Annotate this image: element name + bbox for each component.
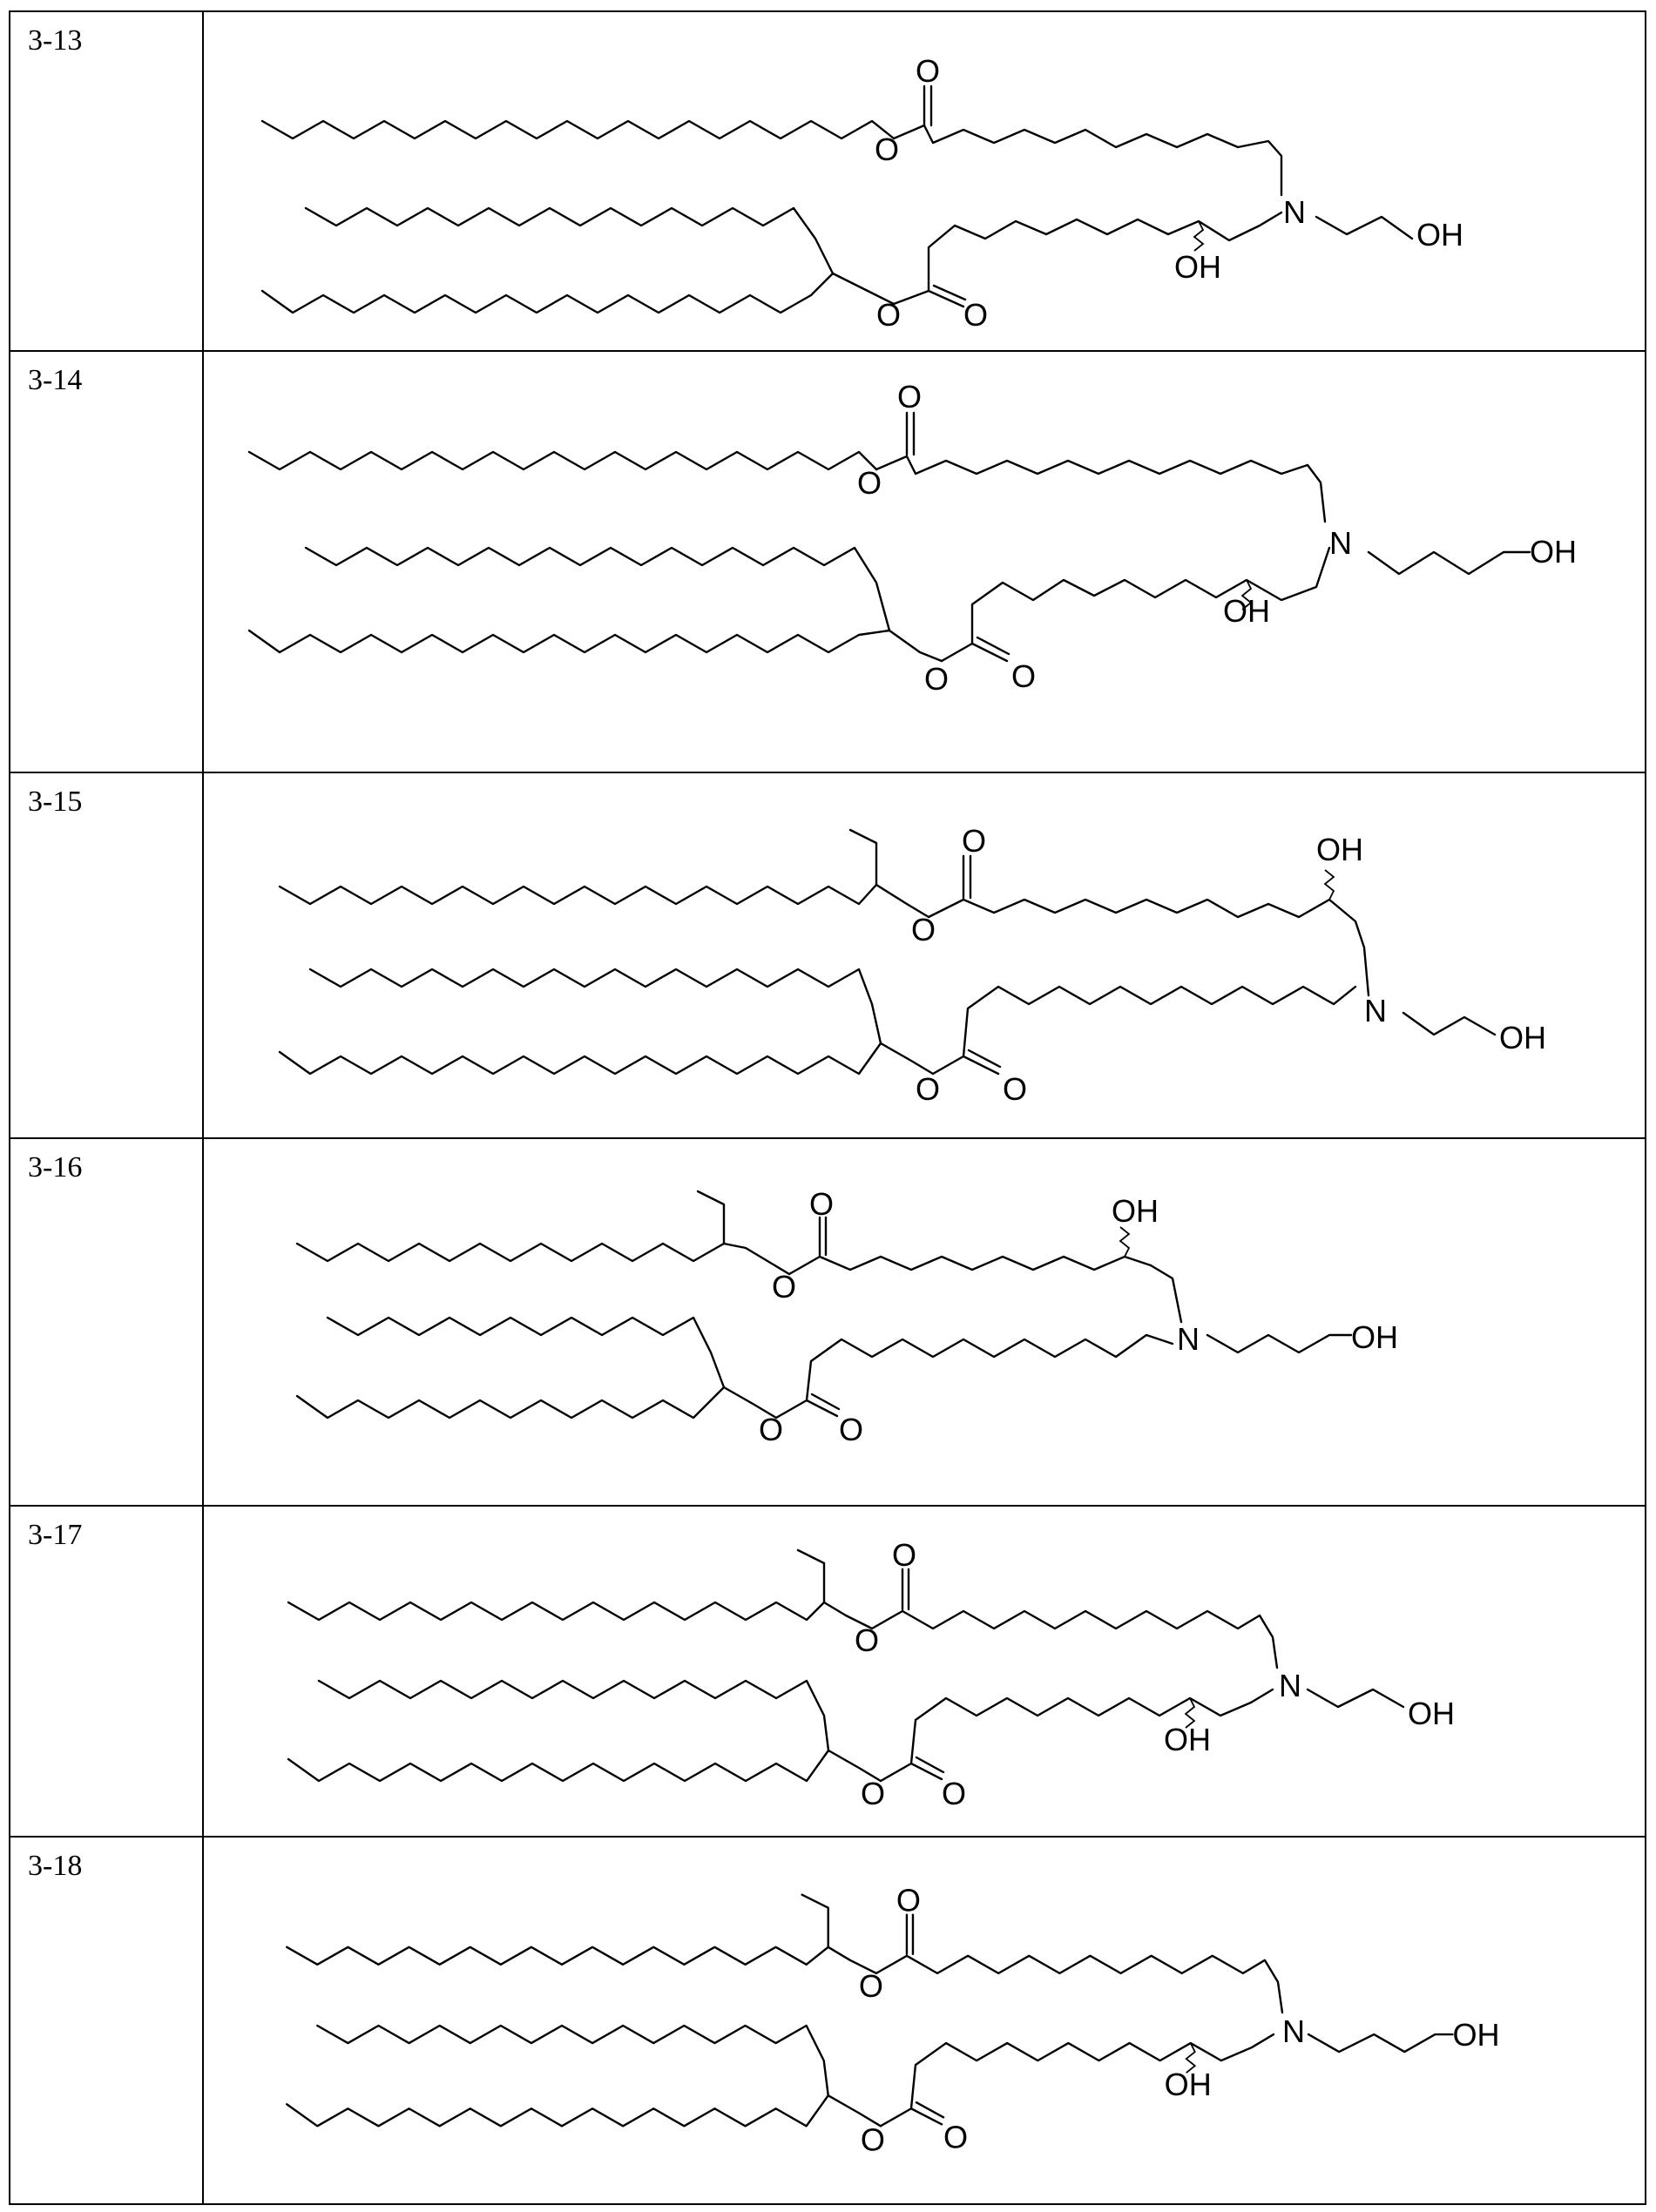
structure-cell: O O N OH OH O O — [204, 1507, 1645, 1836]
terminal-hydroxyl-label: OH — [1499, 1020, 1546, 1055]
compound-id: 3-14 — [10, 352, 204, 772]
secondary-hydroxyl-label: OH — [1112, 1193, 1159, 1229]
ester-oxygen-label: O — [772, 1269, 796, 1305]
terminal-hydroxyl-label: OH — [1530, 534, 1577, 570]
carbonyl-oxygen-label: O — [809, 1186, 834, 1222]
ester-oxygen-label: O — [916, 1071, 940, 1107]
chemical-structure-3-13: O O N OH OH O O — [204, 12, 1645, 350]
nitrogen-label: N — [1177, 1321, 1200, 1357]
chemical-structure-3-18: O O N OH OH O O — [204, 1838, 1645, 2203]
secondary-hydroxyl-label: OH — [1165, 2067, 1212, 2102]
carbonyl-oxygen-label: O — [916, 53, 940, 89]
secondary-hydroxyl-label: OH — [1223, 593, 1270, 629]
ester-oxygen-label: O — [875, 132, 899, 167]
compound-id: 3-15 — [10, 773, 204, 1137]
table-row: 3-16 O O OH N OH O O — [10, 1139, 1645, 1507]
nitrogen-label: N — [1329, 525, 1352, 561]
compound-table: 3-13 O O N OH OH O O — [9, 10, 1646, 2205]
carbonyl-oxygen-label: O — [943, 2119, 968, 2155]
structure-cell: O O OH N OH O O — [204, 1139, 1645, 1505]
ester-oxygen-label: O — [759, 1412, 783, 1447]
carbonyl-oxygen-label: O — [962, 823, 986, 859]
table-row: 3-14 O O N OH OH O O — [10, 352, 1645, 773]
carbonyl-oxygen-label: O — [892, 1537, 916, 1573]
ester-oxygen-label: O — [924, 661, 949, 697]
nitrogen-label: N — [1279, 1668, 1301, 1703]
carbonyl-oxygen-label: O — [1003, 1071, 1027, 1107]
compound-id: 3-13 — [10, 12, 204, 350]
carbonyl-oxygen-label: O — [1011, 658, 1036, 694]
ester-oxygen-label: O — [859, 1968, 883, 2004]
terminal-hydroxyl-label: OH — [1416, 217, 1463, 253]
ester-oxygen-label: O — [861, 1776, 885, 1811]
carbonyl-oxygen-label: O — [897, 379, 922, 415]
carbonyl-oxygen-label: O — [896, 1883, 921, 1919]
table-row: 3-15 O O OH N OH O O — [10, 773, 1645, 1139]
chemical-structure-3-14: O O N OH OH O O — [204, 352, 1645, 772]
table-row: 3-17 O O N OH OH O O — [10, 1507, 1645, 1838]
chemical-structure-3-15: O O OH N OH O O — [204, 773, 1645, 1137]
table-row: 3-18 O O N OH OH O O — [10, 1838, 1645, 2203]
chemical-structure-3-16: O O OH N OH O O — [204, 1139, 1645, 1505]
terminal-hydroxyl-label: OH — [1408, 1696, 1455, 1731]
structure-cell: O O N OH OH O O — [204, 12, 1645, 350]
secondary-hydroxyl-label: OH — [1164, 1722, 1211, 1757]
structure-cell: O O OH N OH O O — [204, 773, 1645, 1137]
compound-id: 3-18 — [10, 1838, 204, 2203]
secondary-hydroxyl-label: OH — [1316, 832, 1363, 867]
structure-cell: O O N OH OH O O — [204, 352, 1645, 772]
compound-id: 3-16 — [10, 1139, 204, 1505]
terminal-hydroxyl-label: OH — [1351, 1319, 1398, 1355]
compound-id: 3-17 — [10, 1507, 204, 1836]
terminal-hydroxyl-label: OH — [1452, 2017, 1499, 2053]
structure-cell: O O N OH OH O O — [204, 1838, 1645, 2203]
carbonyl-oxygen-label: O — [942, 1776, 966, 1811]
nitrogen-label: N — [1282, 2013, 1305, 2049]
carbonyl-oxygen-label: O — [963, 297, 988, 333]
nitrogen-label: N — [1364, 993, 1387, 1028]
ester-oxygen-label: O — [861, 2121, 885, 2157]
carbonyl-oxygen-label: O — [839, 1412, 863, 1447]
secondary-hydroxyl-label: OH — [1174, 249, 1221, 285]
ester-oxygen-label: O — [911, 912, 936, 948]
nitrogen-label: N — [1283, 194, 1306, 230]
ester-oxygen-label: O — [857, 465, 882, 501]
ester-oxygen-label: O — [855, 1622, 879, 1658]
ester-oxygen-label: O — [876, 297, 901, 333]
table-row: 3-13 O O N OH OH O O — [10, 12, 1645, 352]
chemical-structure-3-17: O O N OH OH O O — [204, 1507, 1645, 1836]
